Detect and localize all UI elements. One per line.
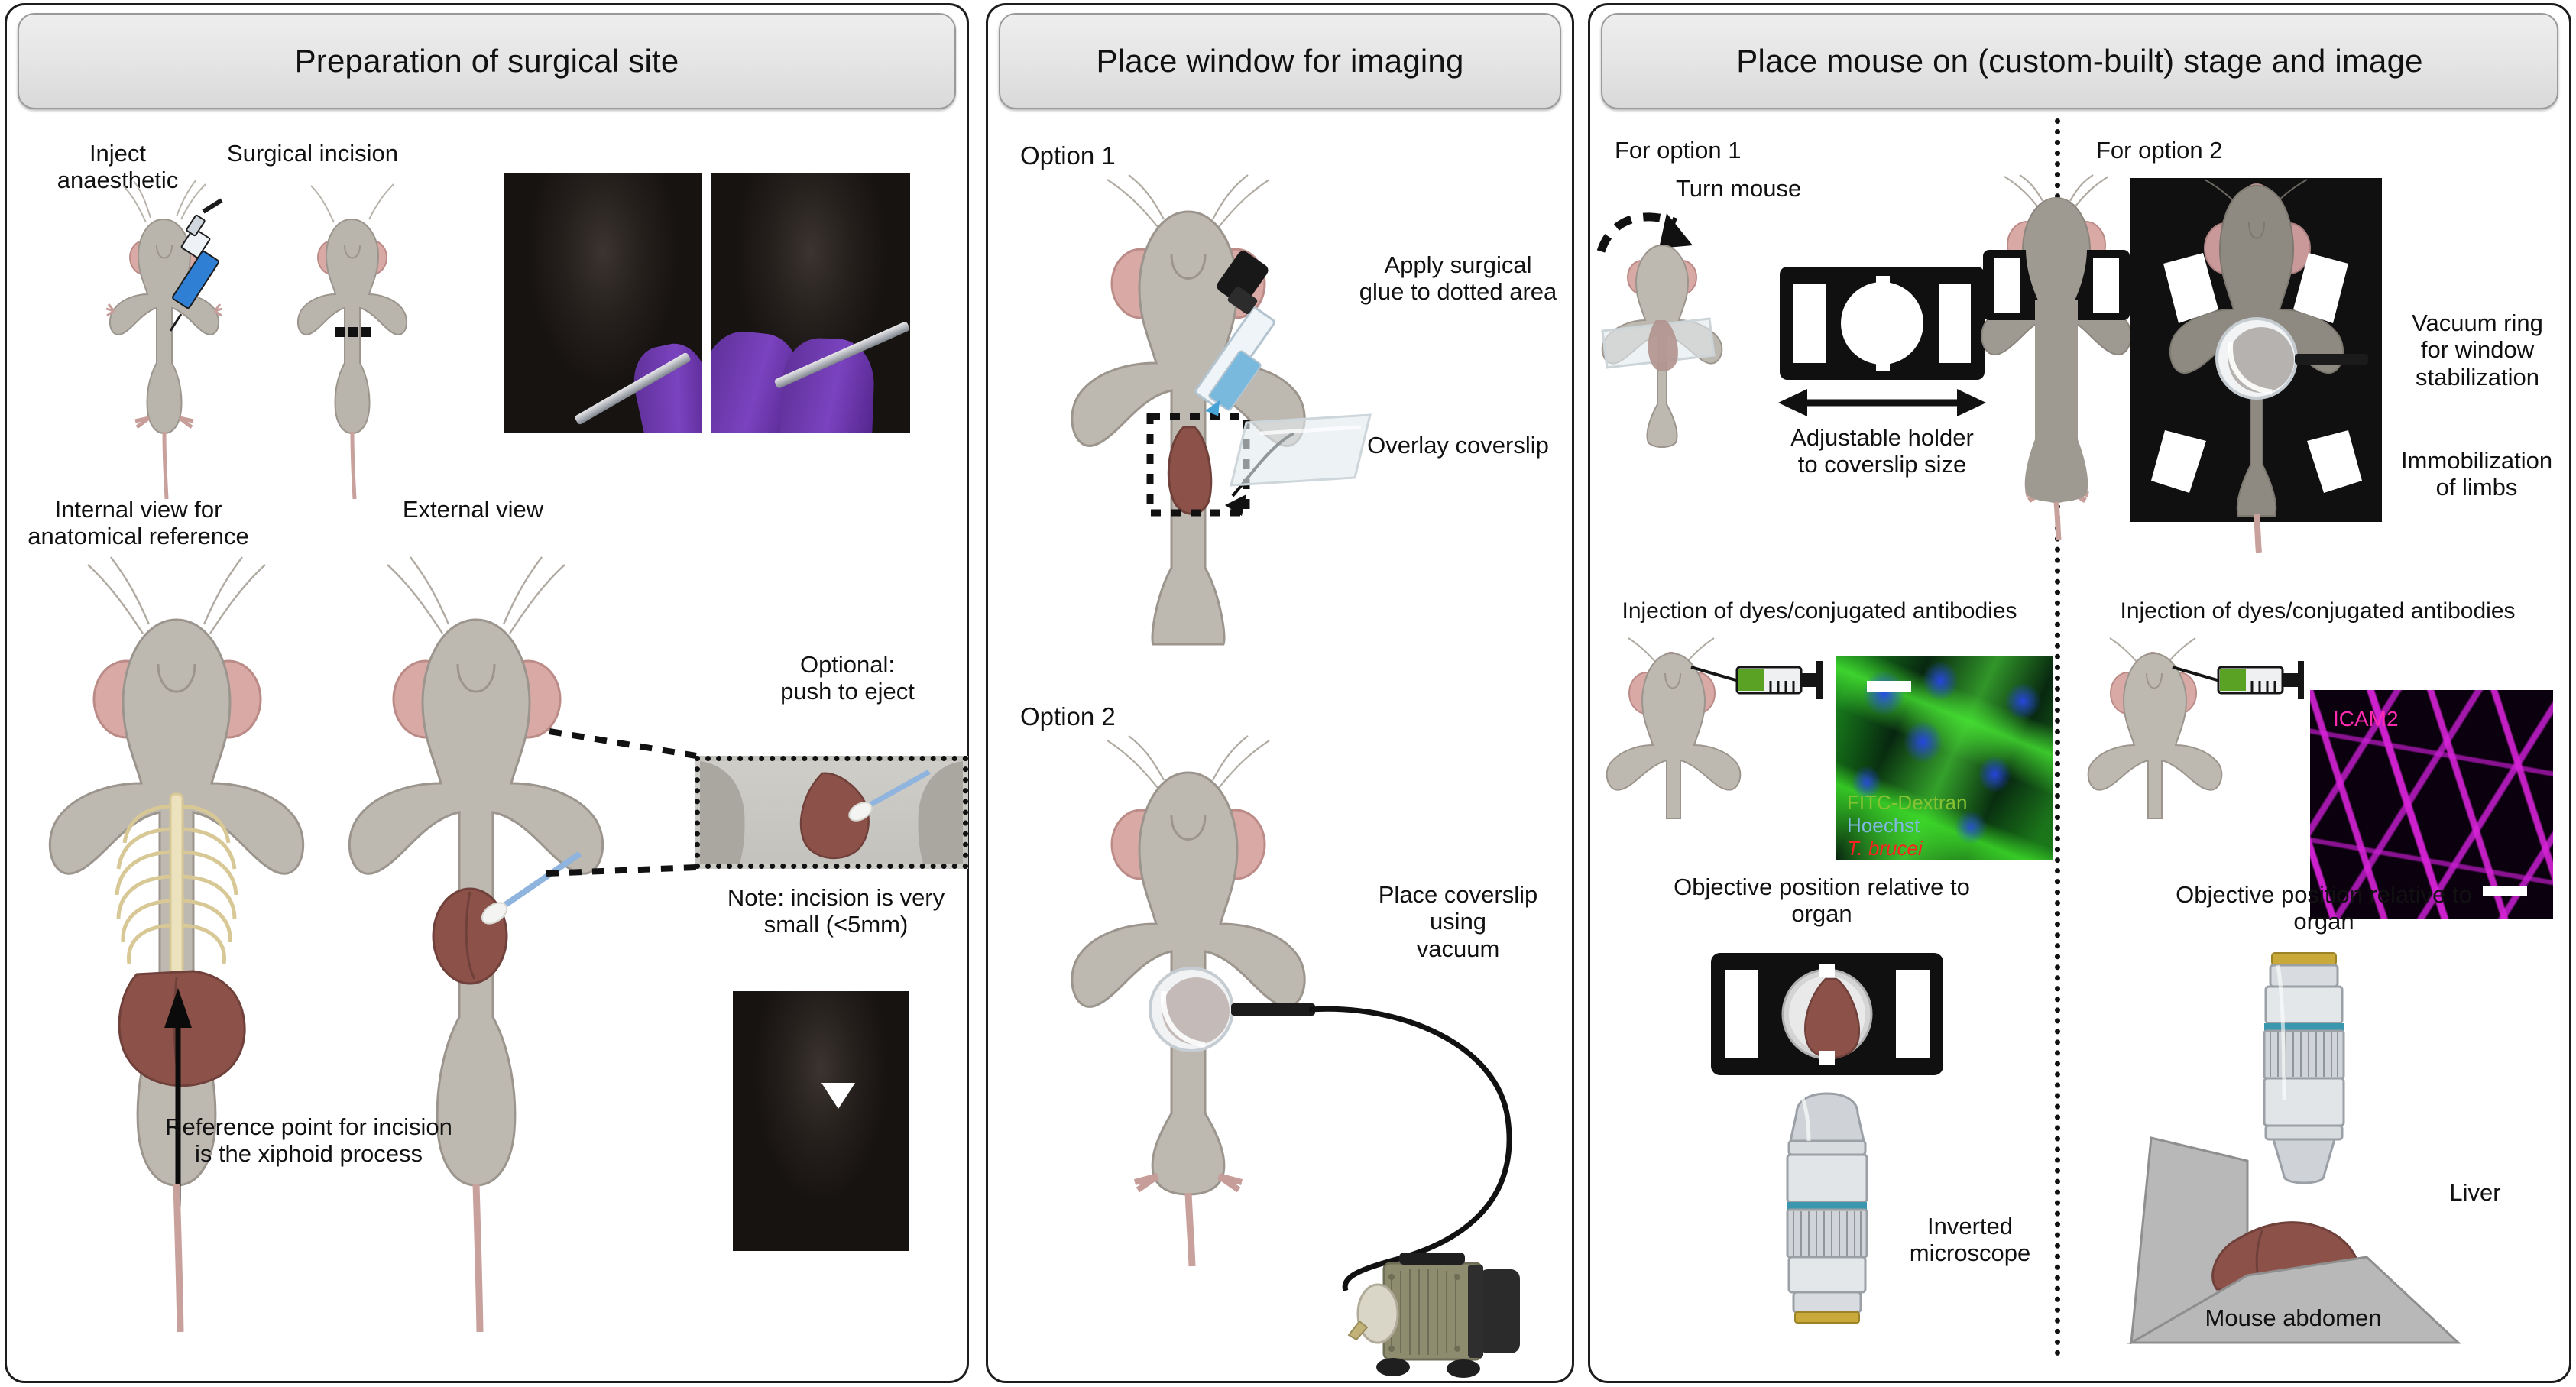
panel-header-stage: Place mouse on (custom-built) stage and … <box>1601 13 2558 109</box>
scale-bar-left <box>1867 681 1911 692</box>
callout-connector-lines <box>546 728 697 877</box>
channel-label-icam2: ICAM2 <box>2333 707 2399 731</box>
label-external-view: External view <box>402 496 544 523</box>
cotton-swab-icon <box>481 851 582 925</box>
label-overlay-coverslip: Overlay coverslip <box>1367 432 1549 459</box>
label-injection-dyes-right: Injection of dyes/conjugated antibodies <box>2120 598 2516 624</box>
label-apply-surgical-glue: Apply surgical glue to dotted area <box>1359 251 1557 306</box>
syringe-icon-left <box>1690 661 1823 699</box>
limb-restraint-top-right <box>2293 253 2348 323</box>
xiphoid-reference-arrow <box>164 988 192 1207</box>
label-surgical-incision: Surgical incision <box>227 140 398 167</box>
mouse-abdomen-and-liver-illustration <box>2127 1136 2461 1345</box>
label-inverted-microscope: Inverted microscope <box>1909 1213 2031 1267</box>
adjustable-holder-double-arrow <box>1778 389 1986 416</box>
adjustable-holder-illustration <box>1780 267 1985 380</box>
label-mouse-abdomen: Mouse abdomen <box>2205 1304 2382 1331</box>
zoom-callout-contents <box>700 761 963 864</box>
vacuum-tubing <box>1308 1006 1512 1292</box>
panel-preparation-of-surgical-site: Preparation of surgical site Inject anae… <box>5 3 969 1383</box>
vacuum-pump-illustration <box>1347 1253 1520 1378</box>
ribcage-illustration <box>115 792 238 987</box>
label-liver: Liver <box>2449 1179 2501 1206</box>
mouse-injection-illustration-right <box>2087 637 2304 819</box>
turn-mouse-arrow <box>1596 212 1693 253</box>
white-arrowhead-marker <box>821 1083 855 1109</box>
label-objective-position-left: Objective position relative to organ <box>1674 873 1970 928</box>
mouse-injection-illustration-left <box>1606 637 1823 819</box>
mouse-illustration-external-view <box>348 556 604 1333</box>
limb-restraint-top-left <box>2163 253 2218 323</box>
label-place-coverslip-vacuum: Place coverslip using vacuum <box>1378 881 1538 962</box>
photo-xiphoid-landmark <box>733 991 909 1251</box>
label-inject-anaesthetic: Inject anaesthetic <box>57 140 179 194</box>
channel-label-t-brucei: T. brucei <box>1847 837 1923 860</box>
label-option-1: Option 1 <box>1020 141 1116 170</box>
label-immobilization-of-limbs: Immobilization of limbs <box>2400 447 2553 501</box>
label-objective-position-right: Objective position relative to organ <box>2176 881 2472 935</box>
panel-title-window: Place window for imaging <box>1096 43 1464 79</box>
channel-label-hoechst: Hoechst <box>1847 814 1920 837</box>
syringe-icon <box>169 198 223 332</box>
panel-place-window-for-imaging: Place window for imaging Option 1 <box>986 3 1574 1383</box>
panel-place-mouse-on-stage-and-image: Place mouse on (custom-built) stage and … <box>1588 3 2571 1383</box>
column-divider <box>2055 118 2060 1356</box>
syringe-icon-right <box>2172 661 2304 699</box>
label-turn-mouse: Turn mouse <box>1676 175 1802 202</box>
mouse-on-vacuum-stage-illustration <box>2130 178 2382 553</box>
label-for-option-2: For option 2 <box>2096 137 2223 164</box>
mouse-illustration-surgical-incision <box>297 183 407 500</box>
label-note-incision-size: Note: incision is very small (<5mm) <box>727 884 945 938</box>
mouse-illustration-inject-anaesthetic <box>105 179 223 500</box>
fluorescence-image-icam2-right: ICAM2 <box>2310 690 2553 919</box>
mouse-on-adjustable-holder <box>1981 174 2132 541</box>
label-for-option-1: For option 1 <box>1615 137 1742 164</box>
label-reference-point-xiphoid: Reference point for incision is the xiph… <box>165 1113 452 1168</box>
photo-incision-2 <box>711 173 910 433</box>
limb-restraint-bottom-right <box>2307 430 2362 493</box>
scale-bar-right <box>2483 886 2527 896</box>
mouse-illustration-option-2 <box>1071 735 1315 1267</box>
dropper-icon <box>1194 251 1275 416</box>
panel-header-window: Place window for imaging <box>999 13 1561 109</box>
panel-header-preparation: Preparation of surgical site <box>18 13 956 109</box>
mouse-illustration-internal-view <box>48 556 305 1333</box>
mouse-illustration-turn <box>1601 244 1723 448</box>
objective-lens-inverted <box>1786 1092 1868 1324</box>
liver-illustration <box>118 970 246 1087</box>
limb-restraint-bottom-left <box>2151 430 2206 493</box>
label-option-2: Option 2 <box>1020 702 1116 731</box>
label-vacuum-ring: Vacuum ring for window stabilization <box>2412 309 2543 390</box>
label-injection-dyes-left: Injection of dyes/conjugated antibodies <box>1622 598 2017 624</box>
panel-title-stage: Place mouse on (custom-built) stage and … <box>1736 43 2423 79</box>
photo-incision-1 <box>504 173 702 433</box>
panel-title-preparation: Preparation of surgical site <box>294 43 679 79</box>
label-optional-push-to-eject: Optional: push to eject <box>780 651 915 705</box>
mouse-illustration-option-1 <box>1071 174 1372 646</box>
incision-dotted-marks <box>335 327 371 337</box>
label-adjustable-holder: Adjustable holder to coverslip size <box>1790 424 1974 478</box>
fluorescence-image-liver-left: FITC-Dextran Hoechst T. brucei <box>1836 656 2053 860</box>
stage-with-liver-illustration <box>1711 953 1943 1075</box>
channel-label-fitc-dextran: FITC-Dextran <box>1847 791 1968 814</box>
objective-lens-upright <box>2263 952 2345 1184</box>
label-internal-view: Internal view for anatomical reference <box>28 496 249 550</box>
